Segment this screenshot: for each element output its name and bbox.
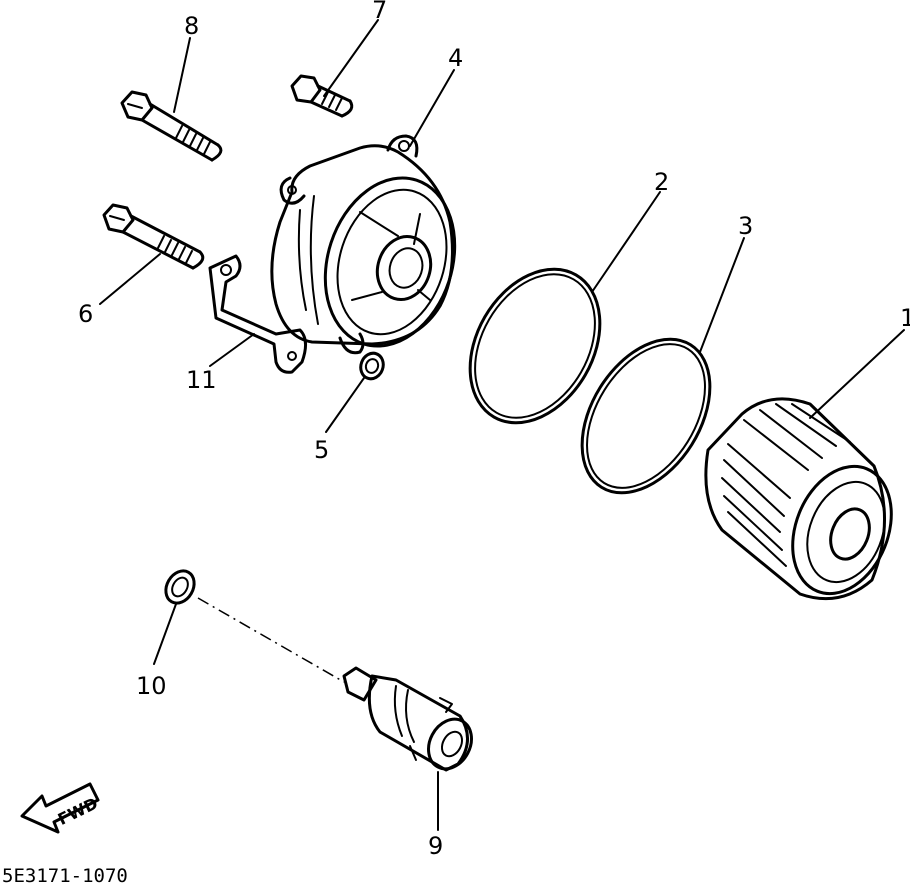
callout-10: 10 <box>136 672 167 700</box>
part-4-filter-housing <box>270 134 457 355</box>
callout-5: 5 <box>314 436 329 464</box>
part-8-bolt <box>120 90 223 162</box>
assembly-line <box>197 597 345 683</box>
front-arrow: FWD <box>20 782 101 834</box>
leader-6 <box>99 253 161 305</box>
part-5-o-ring <box>359 351 385 381</box>
leader-7 <box>323 19 379 97</box>
diagram-code: 5E3171-1070 <box>2 865 128 886</box>
leader-lines <box>99 19 905 831</box>
callout-1: 1 <box>900 304 910 332</box>
callout-7: 7 <box>372 0 387 24</box>
callout-3: 3 <box>738 212 753 240</box>
callout-numbers: 1 2 3 4 5 6 7 8 9 10 11 <box>78 0 910 860</box>
leader-11 <box>209 333 255 367</box>
leader-2 <box>591 191 661 293</box>
callout-11: 11 <box>186 366 217 394</box>
leader-10 <box>153 603 177 665</box>
callout-2: 2 <box>654 168 669 196</box>
part-10-o-ring <box>164 569 196 605</box>
leader-1 <box>809 329 905 419</box>
part-11-bracket <box>208 254 307 374</box>
leader-8 <box>173 37 191 113</box>
callout-4: 4 <box>448 44 463 72</box>
part-7-bolt <box>290 74 354 118</box>
part-6-bolt <box>102 203 205 270</box>
part-2-o-ring <box>468 267 602 425</box>
leader-4 <box>409 69 455 147</box>
callout-9: 9 <box>428 832 443 860</box>
callout-6: 6 <box>78 300 93 328</box>
leader-5 <box>325 377 365 433</box>
part-3-o-ring <box>580 337 712 495</box>
leader-3 <box>699 237 745 353</box>
part-1-oil-filter-element <box>704 397 893 601</box>
part-9-fitting <box>342 666 473 772</box>
callout-8: 8 <box>184 12 199 40</box>
